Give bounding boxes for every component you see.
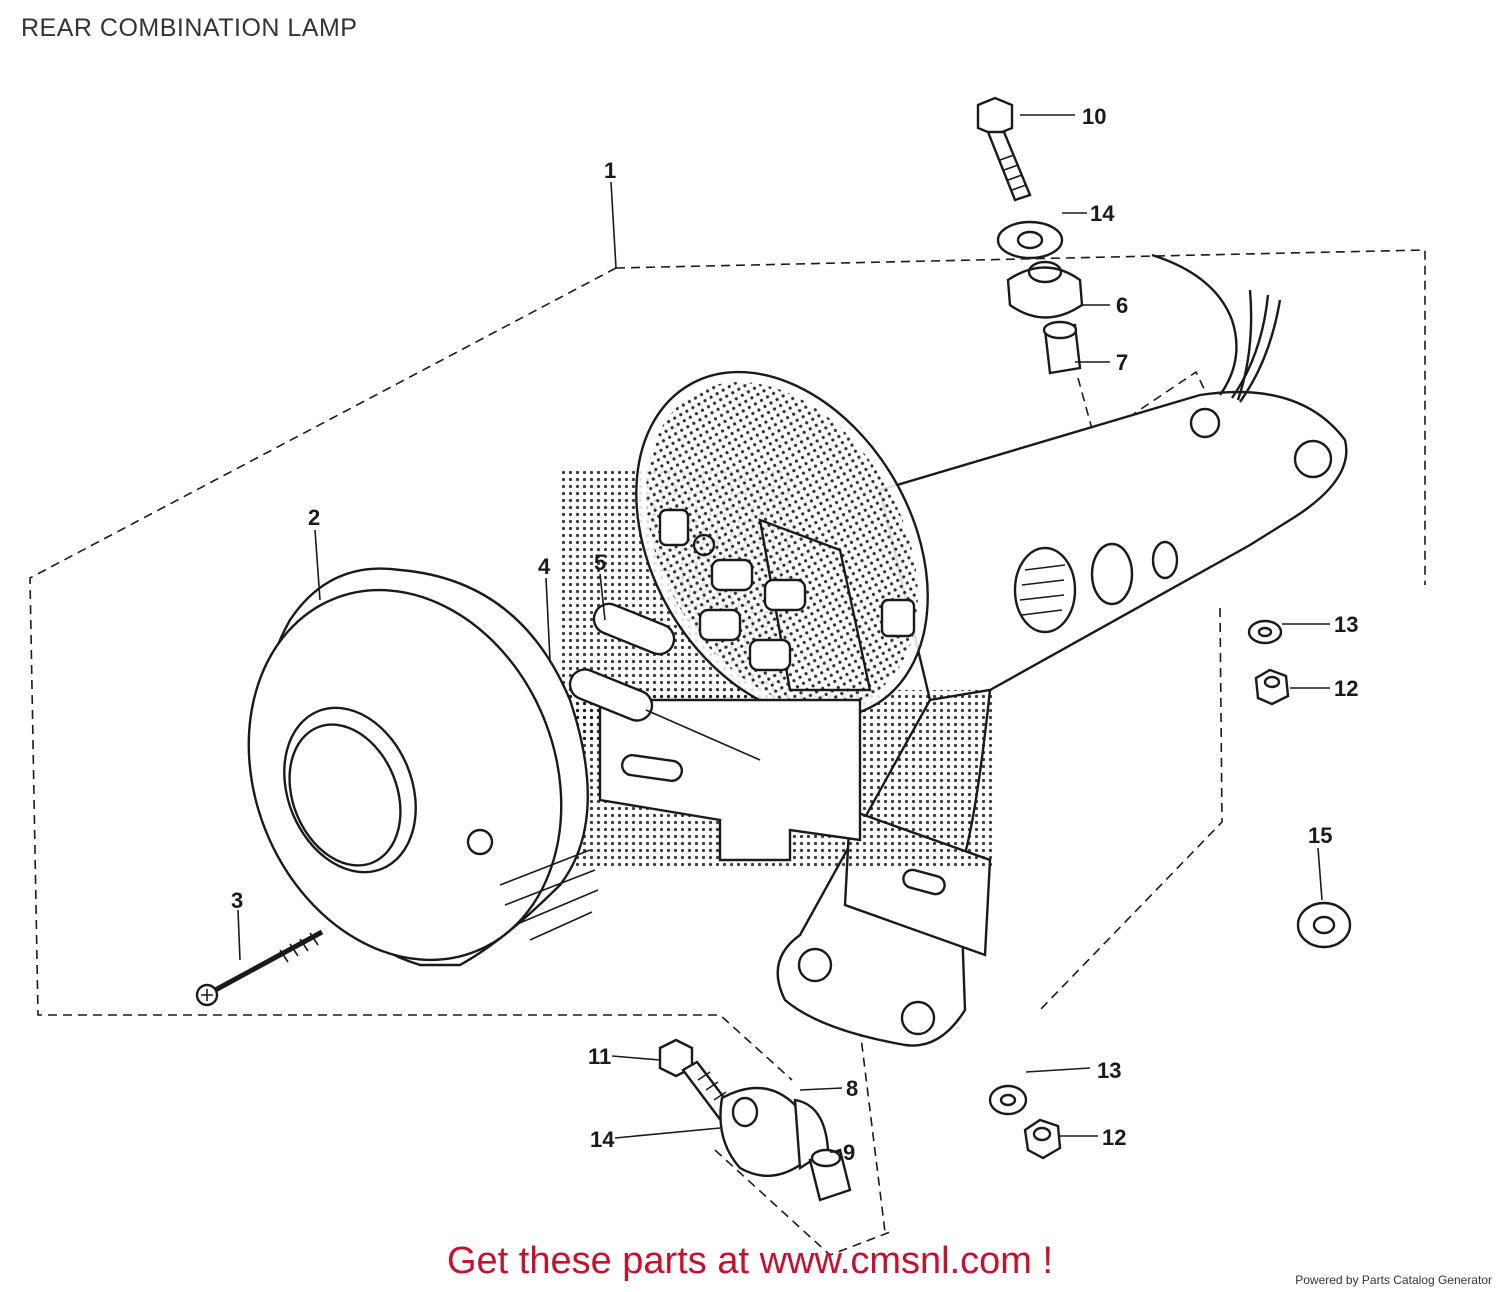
callout-9: 9 [843,1140,855,1165]
callout-6: 6 [1116,293,1128,318]
callout-numbers: 1 2 3 4 5 6 7 8 9 10 11 12 12 13 13 14 1… [231,104,1358,1165]
callout-12-lower: 12 [1102,1125,1126,1150]
callout-14-lower: 14 [590,1127,615,1152]
upper-mount-hardware [976,96,1084,375]
callout-7: 7 [1116,350,1128,375]
callout-13-upper: 13 [1334,612,1358,637]
callout-10: 10 [1082,104,1106,129]
callout-13-lower: 13 [1097,1058,1121,1083]
callout-1: 1 [604,158,616,183]
wiring [1151,253,1282,403]
callout-5: 5 [594,550,606,575]
bulbs [568,602,761,761]
callout-2: 2 [308,505,320,530]
callout-11: 11 [588,1044,611,1069]
lamp-lens [247,567,599,967]
lower-mount-hardware [658,1038,852,1202]
powered-by-label: Powered by Parts Catalog Generator [1295,1273,1492,1287]
lens-screw [195,929,324,1007]
right-hardware [988,619,1352,1160]
callout-12-upper: 12 [1334,676,1358,701]
callout-3: 3 [231,888,243,913]
callout-14-upper: 14 [1090,201,1115,226]
page-title: REAR COMBINATION LAMP [21,14,358,42]
callout-4: 4 [538,554,551,579]
callout-8: 8 [846,1076,858,1101]
leader-lines [237,114,1330,1153]
lamp-base [505,370,995,870]
cta-link-text[interactable]: Get these parts at www.cmsnl.com ! [446,1240,1054,1282]
callout-15: 15 [1308,823,1332,848]
